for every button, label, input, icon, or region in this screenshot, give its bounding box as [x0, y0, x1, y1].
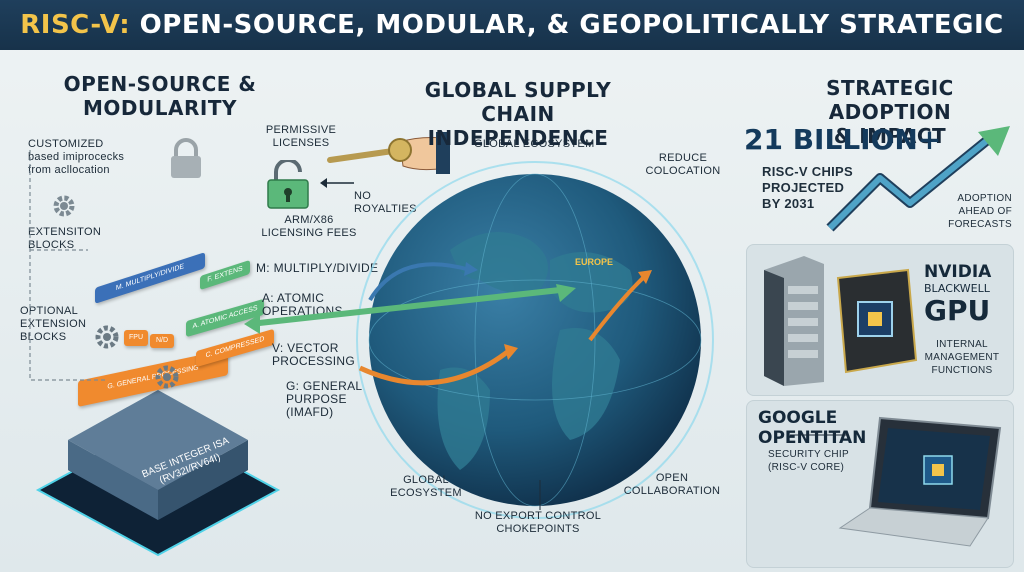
gpu-chip-icon	[836, 268, 918, 374]
gear-icon	[95, 325, 119, 349]
m-extension-label: M: MULTIPLY/DIVIDE	[256, 261, 379, 275]
padlock-icon	[171, 138, 201, 178]
right-heading: STRATEGIC ADOPTION & IMPACT	[826, 76, 954, 148]
g-extension-label: G: GENERAL PURPOSE (IMAFD)	[286, 379, 363, 419]
pointer-line	[790, 434, 848, 436]
gear-icon	[155, 365, 179, 389]
globe-illustration	[356, 161, 714, 519]
server-rack-icon	[764, 256, 824, 386]
chip-base-illustration	[35, 390, 281, 557]
v-extension-label: V: VECTOR PROCESSING	[272, 341, 356, 368]
extension-blocks-label: EXTENSITON BLOCKS	[28, 226, 102, 251]
stat-description: RISC-V CHIPS PROJECTED BY 2031	[762, 164, 854, 211]
flow-arrows	[244, 262, 652, 386]
optional-extension-label: OPTIONAL EXTENSION BLOCKS	[20, 305, 87, 343]
gear-icon	[53, 195, 75, 217]
title-banner: RISC-V: OPEN-SOURCE, MODULAR, & GEOPOLIT…	[0, 0, 1024, 50]
block-small-1: FPU	[124, 330, 148, 346]
google-opentitan-title: GOOGLE OPENTITAN	[758, 408, 867, 448]
no-export-control-label: NO EXPORT CONTROL CHOKEPOINTS	[474, 510, 602, 535]
customized-label: CUSTOMIZED based imiprocecks from aclloc…	[28, 138, 125, 176]
no-royalties-label: NO ROYALTIES	[354, 190, 417, 215]
dashed-bracket	[29, 150, 108, 381]
arrow-icon	[320, 178, 354, 188]
nvidia-title: NVIDIA BLACKWELL GPU	[924, 262, 992, 327]
security-chip-label: SECURITY CHIP (RISC-V CORE)	[768, 449, 849, 473]
pointer-line	[539, 480, 541, 510]
page-title: RISC-V: OPEN-SOURCE, MODULAR, & GEOPOLIT…	[0, 0, 1024, 50]
reduce-colocation-label: REDUCE COLOCATION	[645, 152, 721, 177]
left-heading: OPEN-SOURCE & MODULARITY	[63, 72, 257, 120]
permissive-licenses-label: PERMISSIVE LICENSES	[265, 124, 337, 149]
growth-arrow-icon	[826, 126, 1010, 232]
title-highlight: RISC-V:	[20, 10, 131, 40]
internal-management-label: INTERNAL MANAGEMENT FUNCTIONS	[924, 339, 1000, 376]
block-small-2: N/D	[150, 334, 174, 348]
adoption-ahead-label: ADOPTION AHEAD OF FORECASTS	[948, 193, 1012, 230]
laptop-icon	[838, 416, 1002, 547]
center-heading: GLOBAL SUPPLY CHAIN INDEPENDENCE	[424, 78, 612, 150]
arm-licensing-label: ARM/x86 LICENSING FEES	[261, 214, 357, 239]
global-ecosystem-top-label: GLOBAL ECOSYSTEM	[474, 138, 595, 150]
title-rest: OPEN-SOURCE, MODULAR, & GEOPOLITICALLY S…	[139, 10, 1004, 40]
open-lock-icon	[267, 160, 309, 209]
global-ecosystem-bottom-label: GLOBAL ECOSYSTEM	[390, 474, 462, 499]
adoption-stat: 21 BILLION+	[744, 123, 942, 156]
europe-label: EUROPE	[575, 257, 614, 267]
key-hand-illustration	[327, 132, 450, 174]
open-collaboration-label: OPEN COLLABORATION	[623, 472, 721, 497]
